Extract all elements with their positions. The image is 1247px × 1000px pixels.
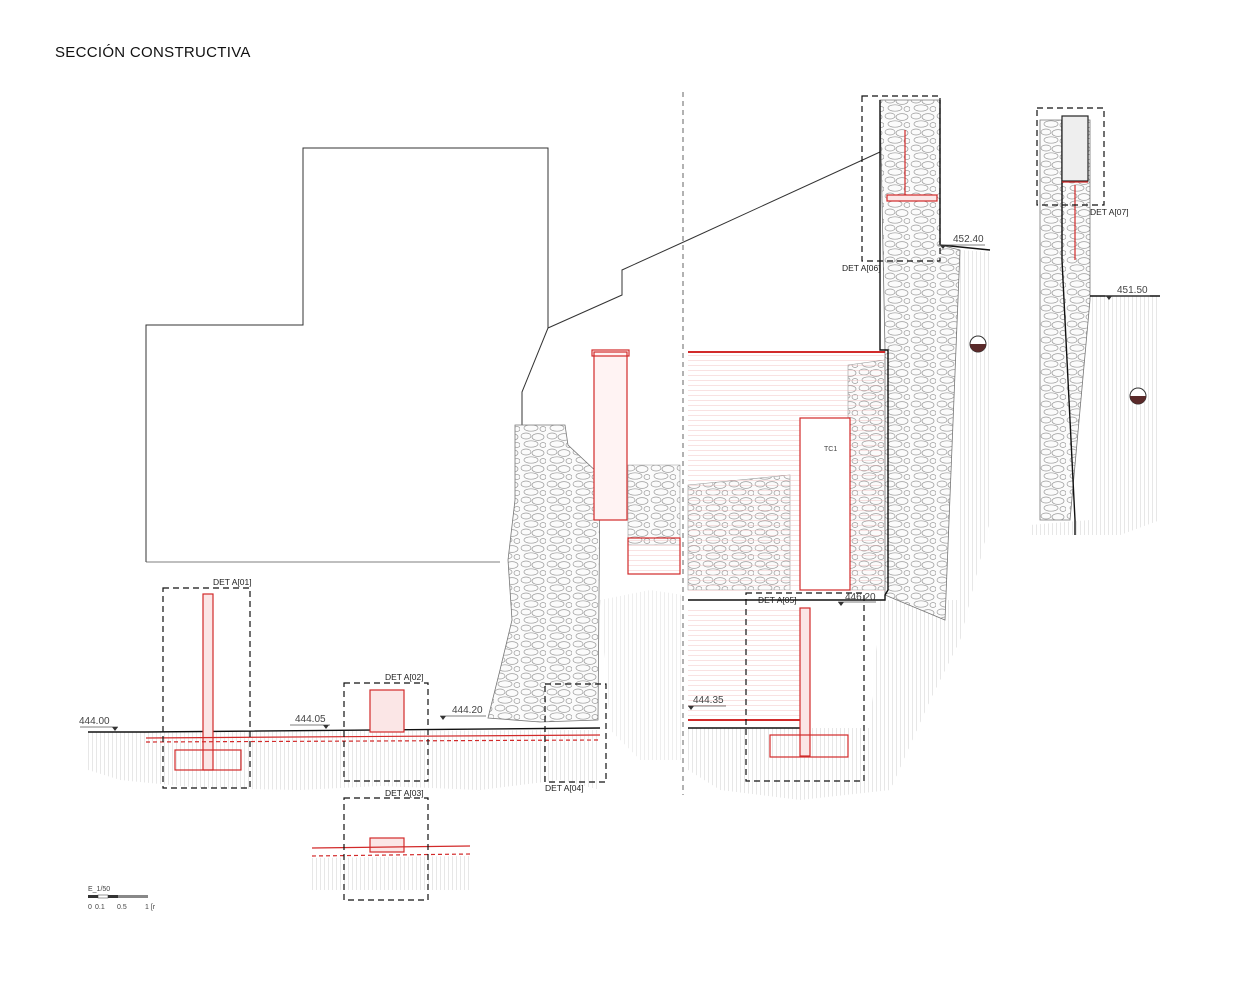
level-444-20: 444.20 <box>452 705 483 716</box>
det-a02-label: DET A[02] <box>385 672 424 682</box>
frame-a04 <box>544 683 607 783</box>
det-a05-label: DET A[05] <box>758 595 797 605</box>
level-markers: 444.00 444.05 444.20 444.35 446.20 452.4… <box>79 234 1150 731</box>
det-a06-label: DET A[06] <box>842 263 881 273</box>
pipe-symbols <box>969 335 1147 405</box>
ground-hatch <box>88 250 1160 890</box>
scale-tick-01: 0.1 <box>95 904 105 911</box>
building-outline <box>145 147 881 563</box>
scale-label: E_1/50 <box>88 886 110 893</box>
scale-tick-1: 1 [r <box>145 904 156 911</box>
scale-tick-05: 0.5 <box>117 904 127 911</box>
det-a03-label: DET A[03] <box>385 788 424 798</box>
frame-a02 <box>343 682 429 782</box>
detail-labels: DET A[01] DET A[02] DET A[03] DET A[04] … <box>213 207 1129 798</box>
det-a04-label: DET A[04] <box>545 783 584 793</box>
detail-frames <box>162 95 1105 901</box>
scale-bar: E_1/50 0 0.1 0.5 1 [r <box>88 886 156 911</box>
det-a07-label: DET A[07] <box>1090 207 1129 217</box>
tc1-tag: TC1 <box>824 446 837 453</box>
level-452-40: 452.40 <box>953 234 984 245</box>
level-446-20: 446.20 <box>845 592 876 603</box>
det-a01-label: DET A[01] <box>213 577 252 587</box>
level-444-00: 444.00 <box>79 716 110 727</box>
drawing-title: SECCIÓN CONSTRUCTIVA <box>55 44 251 61</box>
level-444-35: 444.35 <box>693 695 724 706</box>
frame-a07 <box>1036 107 1105 206</box>
scale-tick-0: 0 <box>88 904 92 911</box>
structure-red <box>145 115 1089 857</box>
frame-a03 <box>343 797 429 901</box>
frame-a06 <box>861 95 941 262</box>
level-444-05: 444.05 <box>295 714 326 725</box>
frame-a05 <box>745 592 865 782</box>
frame-a01 <box>162 587 251 789</box>
level-451-50: 451.50 <box>1117 285 1148 296</box>
